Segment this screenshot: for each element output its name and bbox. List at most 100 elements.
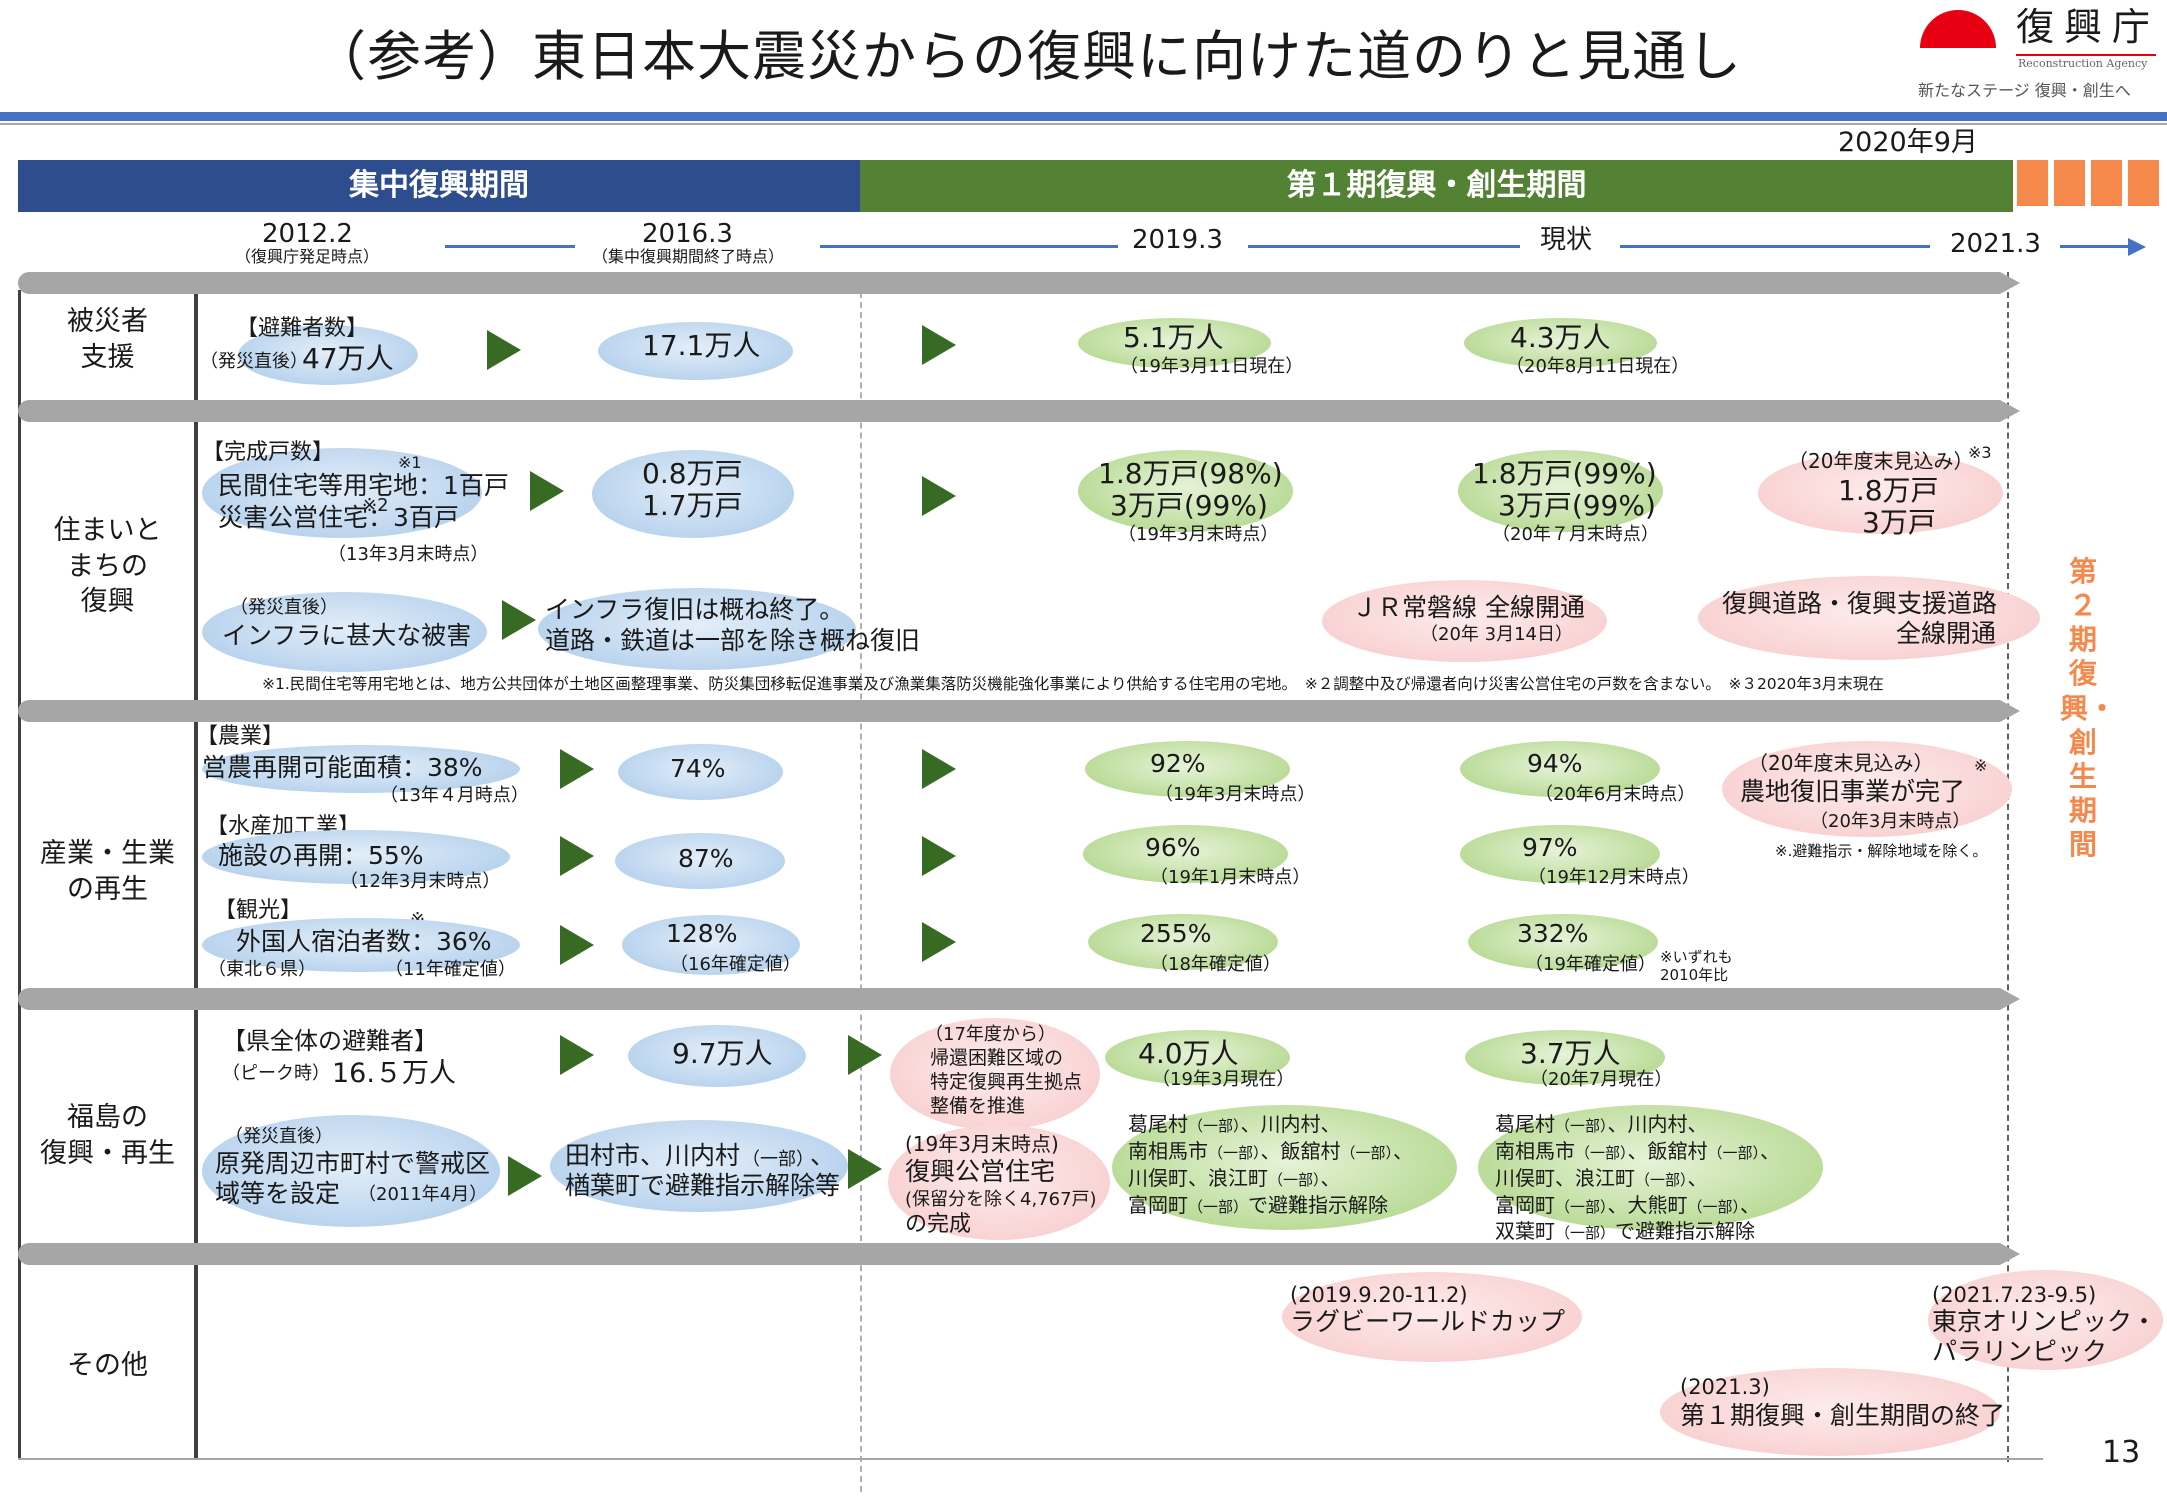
agency-logo: 復興庁 Reconstruction Agency 新たなステージ 復興・創生へ [1918,5,2163,106]
arrow-icon [922,922,956,962]
logo-sub: Reconstruction Agency [2018,57,2148,70]
infra-damage: インフラに甚大な被害 [222,621,472,650]
row-label-other: その他 [67,1350,148,1381]
timeline-2019: 2019.3 [1132,225,1223,255]
period-bar-intensive: 集中復興期間 [18,160,860,212]
bubble [618,744,783,800]
bubble [238,325,418,385]
housing-fy20-forecast: （20年度末見込み） [1788,449,1974,473]
fish-current-note: （19年12月末時点） [1528,867,1700,888]
period-end-date: (2021.3) [1680,1375,1770,1399]
period-bar-first: 第１期復興・創生期間 [860,160,2013,212]
fukushima-2016: 9.7万人 [672,1037,773,1070]
arrow-icon [560,1035,594,1075]
fukushima-current: 3.7万人 [1520,1037,1621,1070]
bubble [890,1018,1100,1130]
rugby-world-cup: ラグビーワールドカップ [1290,1307,1566,1336]
housing-public-fy20: 3万戸 [1862,506,1936,539]
bubble [550,1120,848,1212]
agri-note-mark: ※ [1974,756,1988,775]
zone-set-date: （2011年4月） [358,1184,488,1205]
bubble [1465,1030,1665,1085]
lift-current-kawamata: 川俣町、浪江町 [1495,1166,1635,1190]
note-mark-1: ※1 [398,453,422,472]
housing-lots-fy20: 1.8万戸 [1838,474,1939,507]
zone-from-fy17: （17年度から） [925,1024,1056,1045]
lift-2019-line4: 富岡町（一部）で避難指示解除 [1128,1194,1388,1217]
left-border [18,290,21,1460]
arrow-icon [848,1149,882,1189]
public-housing-3: の完成 [905,1212,972,1237]
tourism-2012-note: （11年確定値） [385,959,516,980]
housing-2019-note: （19年3月末時点） [1118,524,1279,545]
lift-2019-line3: 川俣町、浪江町（一部）、 [1128,1167,1341,1190]
fish-2012: 施設の再開：55% [218,841,424,870]
bubble [888,1125,1110,1240]
lift-2019-lifted: で避難指示解除 [1248,1193,1389,1217]
bubble [1083,825,1288,883]
agri-2019: 92% [1150,749,1206,778]
lift-current-okuma: 、大熊町 [1607,1193,1688,1217]
bubble [1460,825,1660,883]
zone-1: 帰還困難区域の [930,1047,1064,1069]
header-rule [0,112,2167,121]
bubble [202,1115,500,1227]
recon-roads-2: 全線開通 [1896,619,1997,648]
housing-lots-2012: 民間住宅等用宅地：1百戸 [218,471,509,500]
lift-2019-part: （一部） [1188,1117,1241,1135]
arrow-icon [530,471,564,511]
evacuees-2019: 5.1万人 [1123,321,1224,354]
bubble [628,1025,806,1087]
lift-current-line4: 富岡町（一部）、大熊町（一部）、 [1495,1194,1760,1217]
bubble [1478,1105,1823,1230]
bubble [1660,1368,2000,1456]
fish-2019-note: （19年1月末時点） [1150,867,1311,888]
agri-fy20-note: （20年3月末時点） [1810,811,1971,832]
page-number: 13 [2102,1435,2141,1470]
lift-2016-part: （一部） [742,1149,814,1170]
jr-joban-date: （20年 3月14日） [1420,624,1573,645]
lift-current-part: （一部） [1635,1171,1688,1189]
lift-2019-part: （一部） [1340,1144,1394,1162]
infra-just-after: （発災直後） [230,597,338,618]
evacuees-heading: 【避難者数】 [236,316,369,341]
zone-2: 特定復興再生拠点 [930,1071,1083,1093]
bubble [1698,576,2040,660]
fish-2012-note: （12年3月末時点） [340,871,501,892]
bubble [202,448,482,538]
divider-2016 [860,272,862,1492]
timeline-2016: 2016.3 [642,219,733,249]
tourism-2012: 外国人宿泊者数：36% [236,927,492,956]
lift-current-line1: 葛尾村（一部）、川内村、 [1495,1113,1708,1136]
tourism-2016: 128% [666,919,738,948]
evacuees-2012: 47万人 [302,342,394,375]
row-separator [18,1243,2020,1265]
bubble [592,450,794,538]
bubble [1078,318,1271,368]
timeline-2021: 2021.3 [1950,229,2041,259]
housing-heading: 【完成戸数】 [202,440,335,465]
agri-2012-note: （13年４月時点） [380,785,529,806]
agri-2012: 営農再開可能面積：38% [202,753,483,782]
lift-2019-line1: 葛尾村（一部）、川内村、 [1128,1113,1341,1136]
arrow-icon [502,600,536,640]
bottom-rule [18,1458,2043,1460]
agri-fy20: 農地復旧事業が完了 [1740,777,1966,806]
row-separator [18,700,2020,722]
bubble [1085,741,1290,797]
timeline-current: 現状 [1540,225,1593,255]
bubble [1282,1272,1582,1362]
fish-current: 97% [1522,833,1578,862]
zone-3: 整備を推進 [930,1095,1026,1117]
agri-2016: 74% [670,754,726,783]
fukushima-peak-label: （ピーク時） [222,1063,330,1084]
lift-current-part: （一部） [1555,1224,1616,1242]
lift-current-comma: 、 [1687,1166,1708,1190]
tourism-footnote: ※いずれも 2010年比 [1660,948,1733,984]
public-housing-date: (19年3月末時点) [905,1132,1059,1156]
infra-restored-2: 道路・鉄道は一部を除き概ね復旧 [545,626,921,655]
lift-2019-kawauchi: 、川内村、 [1240,1112,1341,1136]
zone-set-2: 域等を設定 [215,1179,341,1208]
lift-current-part: （一部） [1555,1117,1608,1135]
fish-2019: 96% [1145,833,1201,862]
